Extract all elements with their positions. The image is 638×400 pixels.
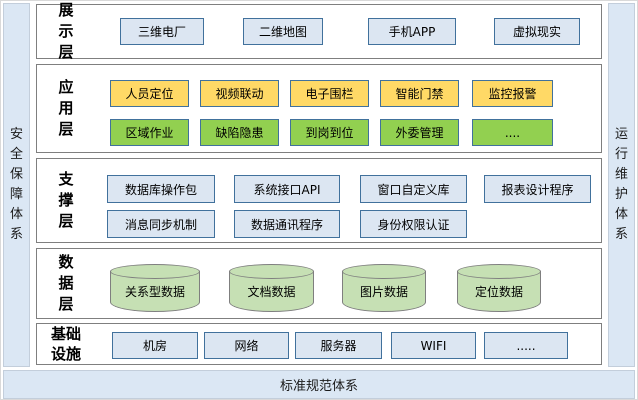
cylinder-top <box>342 264 426 279</box>
support-box: 身份权限认证 <box>360 210 467 238</box>
presentation-box: 三维电厂 <box>120 18 204 45</box>
application-box-yellow: 视频联动 <box>200 80 279 107</box>
support-box: 消息同步机制 <box>107 210 215 238</box>
cylinder-top <box>110 264 200 279</box>
support-box: 窗口自定义库 <box>360 175 467 203</box>
layer-infrastructure: 基础设施 机房 网络 服务器 WIFI ..... <box>36 323 602 365</box>
sidebar-security-label: 安全保障体系 <box>9 126 23 243</box>
support-box: 数据通讯程序 <box>234 210 340 238</box>
application-box-yellow: 电子围栏 <box>290 80 369 107</box>
layer-label-presentation: 展示层 <box>58 1 74 61</box>
layer-data: 数据层 关系型数据 文档数据 图片数据 定位数据 <box>36 248 602 319</box>
application-box-green: .... <box>472 119 553 146</box>
layer-label-application: 应用层 <box>58 78 74 138</box>
application-box-green: 缺陷隐患 <box>200 119 279 146</box>
support-box: 系统接口API <box>234 175 340 203</box>
infrastructure-box: WIFI <box>391 332 476 359</box>
application-box-green: 区域作业 <box>110 119 189 146</box>
sidebar-operation-maintenance: 运行维护体系 <box>608 3 635 367</box>
infrastructure-box: 机房 <box>112 332 198 359</box>
database-cylinder: 文档数据 <box>229 264 314 312</box>
sidebar-security-assurance: 安全保障体系 <box>3 3 30 367</box>
support-box: 数据库操作包 <box>107 175 215 203</box>
layer-presentation: 展示层 三维电厂 二维地图 手机APP 虚拟现实 <box>36 1 602 61</box>
application-box-yellow: 监控报警 <box>472 80 553 107</box>
presentation-box: 二维地图 <box>243 18 323 45</box>
layer-application: 应用层 人员定位 视频联动 电子围栏 智能门禁 监控报警 区域作业 缺陷隐患 到… <box>36 64 602 153</box>
application-box-yellow: 智能门禁 <box>380 80 459 107</box>
application-box-green: 到岗到位 <box>290 119 369 146</box>
database-cylinder: 图片数据 <box>342 264 426 312</box>
presentation-box: 虚拟现实 <box>494 18 580 45</box>
application-box-green: 外委管理 <box>380 119 459 146</box>
infrastructure-box: 网络 <box>204 332 289 359</box>
support-box: 报表设计程序 <box>484 175 591 203</box>
cylinder-top <box>457 264 541 279</box>
infrastructure-box: ..... <box>484 332 568 359</box>
database-cylinder: 关系型数据 <box>110 264 200 312</box>
bottom-bar-standards: 标准规范体系 <box>3 370 635 399</box>
sidebar-operation-label: 运行维护体系 <box>614 126 628 243</box>
layer-support: 支撑层 数据库操作包 系统接口API 窗口自定义库 报表设计程序 消息同步机制 … <box>36 158 602 243</box>
layer-label-support: 支撑层 <box>58 170 74 230</box>
layer-label-infrastructure: 基础设施 <box>50 324 81 363</box>
cylinder-top <box>229 264 314 279</box>
layer-label-data: 数据层 <box>58 253 74 313</box>
bottom-bar-label: 标准规范体系 <box>279 379 358 394</box>
presentation-box: 手机APP <box>368 18 456 45</box>
infrastructure-box: 服务器 <box>295 332 382 359</box>
application-box-yellow: 人员定位 <box>110 80 189 107</box>
database-cylinder: 定位数据 <box>457 264 541 312</box>
